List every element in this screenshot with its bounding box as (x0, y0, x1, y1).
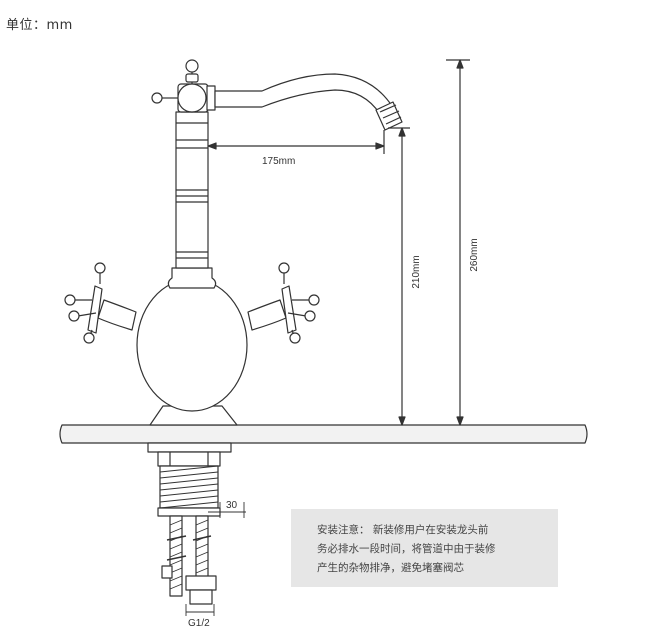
dim-pipe-offset-label: 30 (226, 500, 238, 511)
faucet-head (151, 59, 216, 113)
faucet-body (136, 278, 248, 412)
faucet-spout (214, 73, 403, 131)
install-note-box: 安装注意： 新装修用户在安装龙头前 务必排水一段时间，将管道中由于装修 产生的杂… (291, 509, 558, 587)
install-note-line: 务必排水一段时间，将管道中由于装修 (317, 543, 496, 555)
faucet-column (175, 111, 209, 269)
install-note-line: 产生的杂物排净，避免堵塞阀芯 (317, 562, 464, 574)
right-handle (247, 262, 320, 344)
dim-pipe-offset (208, 502, 246, 518)
faucet-neck (167, 267, 217, 289)
install-note-line: 安装注意： 新装修用户在安装龙头前 (317, 524, 489, 536)
dim-thread-label: G1/2 (188, 618, 210, 629)
threaded-shank (157, 465, 221, 517)
left-handle (64, 262, 137, 344)
dim-spout-reach (207, 130, 385, 154)
dim-spout-height-label: 210mm (411, 255, 422, 288)
base-collar (149, 405, 238, 426)
dim-total-height-label: 260mm (469, 238, 480, 271)
dim-spout-height (388, 127, 410, 426)
dim-thread (185, 604, 215, 616)
dim-spout-reach-label: 175mm (262, 156, 295, 167)
supply-hoses (161, 515, 217, 605)
countertop (59, 424, 588, 444)
mounting-nut (147, 442, 232, 467)
dim-total-height (446, 59, 470, 426)
unit-label: 单位：mm (6, 18, 73, 33)
